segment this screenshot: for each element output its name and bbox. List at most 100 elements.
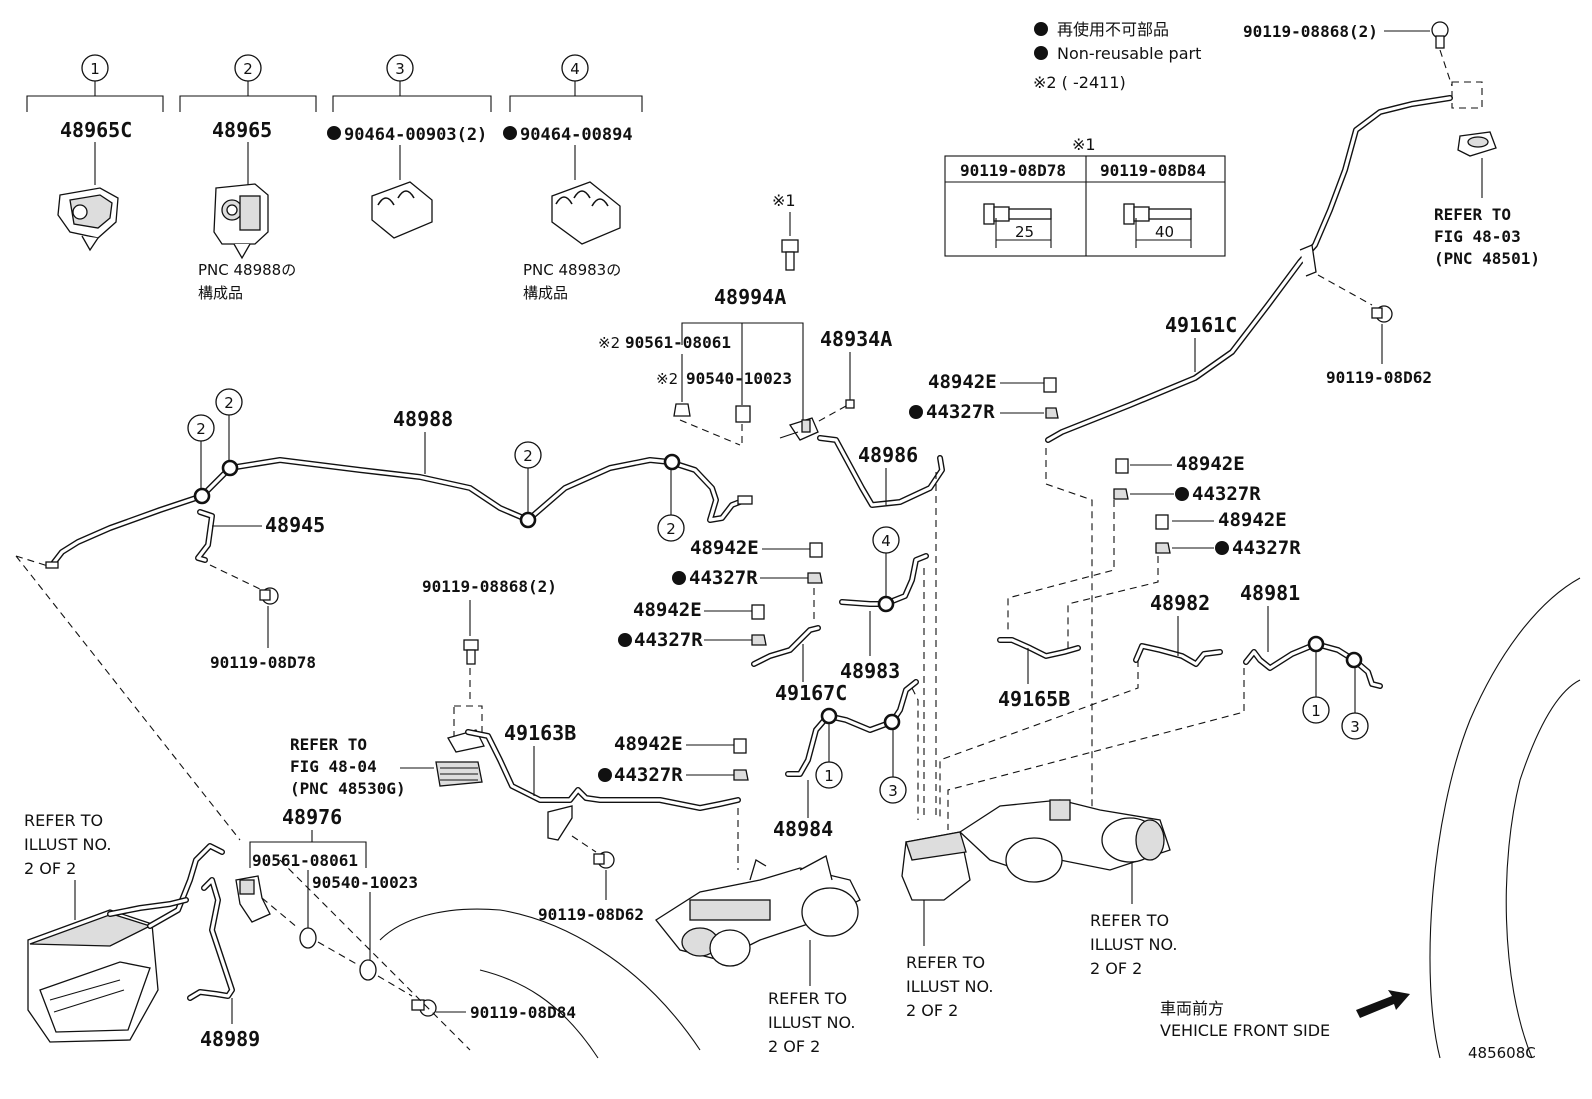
gasket-icon [751, 634, 767, 646]
gasket-icon [807, 572, 823, 584]
refer-text: ILLUST NO. [768, 1013, 855, 1032]
bracket-48945: 48945 90119-08D78 [195, 509, 325, 672]
callout-number: 1 [1311, 702, 1321, 720]
refer-text: 2 OF 2 [768, 1037, 820, 1056]
bolt-header: 90119-08D84 [1100, 161, 1206, 180]
refer-text: FIG 48-04 [290, 757, 377, 776]
clip-48965-icon [213, 183, 269, 260]
callout-number: 2 [666, 520, 676, 538]
clip-note: 構成品 [523, 284, 568, 302]
clip-48965C-icon [57, 187, 119, 252]
grommet-icon [299, 927, 317, 949]
brake-reservoir: REFER TO ILLUST NO. 2 OF 2 [24, 811, 225, 1043]
legend-note-2: ※2 ( -2411) [1033, 73, 1126, 92]
refer-text: ILLUST NO. [906, 977, 993, 996]
label-48981: 48981 [1240, 581, 1300, 605]
refer-48-04: REFER TO FIG 48-04 (PNC 48530G) [290, 735, 483, 798]
bolt-icon [1371, 305, 1393, 323]
actuator-center: REFER TO ILLUST NO. 2 OF 2 [655, 855, 861, 1056]
refer-text: FIG 48-03 [1434, 227, 1521, 246]
bolt-icon [411, 999, 437, 1017]
label-48983: 48983 [840, 659, 900, 683]
label-48994A: 48994A [714, 285, 786, 309]
refer-text: (PNC 48501) [1434, 249, 1540, 268]
grommet-icon [1457, 131, 1497, 157]
fitting-pair-d: 48942E 44327R [1113, 453, 1261, 505]
fitting-icon [1043, 377, 1057, 393]
fitting-icon [809, 542, 823, 558]
refer-text: REFER TO [906, 953, 985, 972]
clip-variant-1: 1 48965C [26, 54, 164, 252]
refer-text: 2 OF 2 [906, 1001, 958, 1020]
non-reusable-dot-icon [598, 768, 612, 782]
grommet-icon [673, 403, 691, 417]
clip-variant-2: 2 48965 PNC 48988の 構成品 [179, 54, 317, 302]
actuator-right: REFER TO ILLUST NO. 2 OF 2 REFER TO ILLU… [901, 799, 1177, 1020]
non-reusable-dot-icon [1215, 541, 1229, 555]
group-48994A: ※1 48994A ※2 90561-08061 ※2 90540-10023 … [598, 191, 892, 446]
label-48934A: 48934A [820, 327, 892, 351]
non-reusable-dot-icon [503, 126, 517, 140]
refer-text: ILLUST NO. [24, 835, 111, 854]
bolt-icon [983, 203, 1052, 225]
bolt-icon [463, 639, 479, 665]
label-48942E: 48942E [928, 371, 997, 393]
refer-text: ILLUST NO. [1090, 935, 1177, 954]
clip-note: 構成品 [198, 284, 243, 302]
bolt-table-mark: ※1 [1072, 135, 1096, 154]
label-44327R: 44327R [1232, 537, 1301, 559]
label-49167C: 49167C [775, 681, 847, 705]
pipe-49161C: 49161C 90119-08D62 [1045, 95, 1453, 815]
pipe-49165B: 49165B [997, 637, 1081, 711]
bolt-icon [1123, 203, 1192, 225]
label-48942E: 48942E [633, 599, 702, 621]
label-44327R: 44327R [1192, 483, 1261, 505]
bolt-icon [1431, 21, 1449, 49]
pipe-48989: 48989 [187, 877, 260, 1051]
label-48989: 48989 [200, 1027, 260, 1051]
label-49161C: 49161C [1165, 313, 1237, 337]
clip-note: PNC 48983の [523, 261, 621, 279]
part-label: 48965C [60, 118, 132, 142]
non-reusable-dot-icon [1034, 22, 1048, 36]
fitting-pair-e: 48942E 44327R [1155, 509, 1301, 559]
part-label: 48965 [212, 118, 272, 142]
label-90119-08868-top: 90119-08868(2) [1243, 22, 1378, 41]
label-90561-top: 90561-08061 [625, 333, 731, 352]
fitting-pair-c: 48942E 44327R [618, 599, 767, 651]
clip-variant-3: 3 90464-00903(2) [327, 54, 492, 239]
gasket-icon [733, 769, 749, 781]
pipe-48981: 48981 1 3 [1240, 581, 1383, 740]
non-reusable-dot-icon [672, 571, 686, 585]
part-label: 90464-00903(2) [344, 125, 487, 145]
callout-number: 3 [888, 782, 898, 800]
label-48942E: 48942E [1218, 509, 1287, 531]
gasket-icon [1113, 488, 1129, 500]
wheel-outline [1505, 679, 1581, 1059]
refer-text: REFER TO [1434, 205, 1511, 224]
non-reusable-dot-icon [1175, 487, 1189, 501]
callout-number: 2 [243, 60, 253, 78]
mark-2: ※2 [598, 334, 620, 352]
pipe-48983: 4 48983 [839, 526, 929, 683]
label-90119-08868-mid: 90119-08868(2) [422, 577, 557, 596]
fitting-pair-b: 48942E 44327R [672, 537, 823, 589]
bolt-length: 25 [1015, 223, 1034, 241]
bolt-icon [593, 851, 615, 869]
label-90540-top: 90540-10023 [686, 369, 792, 388]
bolt-table: ※1 90119-08D78 90119-08D84 25 40 [944, 135, 1226, 257]
bracket-icon [235, 875, 271, 923]
vehicle-front-indicator: 車両前方 VEHICLE FRONT SIDE [1160, 990, 1410, 1040]
refer-text: REFER TO [24, 811, 103, 830]
refer-text: REFER TO [1090, 911, 1169, 930]
refer-text: 2 OF 2 [1090, 959, 1142, 978]
fitting-pair-a: 48942E 44327R [909, 371, 1059, 423]
top-right-bracket: 90119-08868(2) REFER TO FIG 48-03 (PNC 4… [1243, 21, 1540, 268]
part-label: 90464-00894 [520, 125, 633, 145]
clip-triple-icon [551, 181, 621, 245]
pipe-48986: 48986 [817, 435, 945, 508]
pipe-48988: 48988 2 2 2 2 [45, 388, 753, 569]
booster-outline [479, 969, 599, 1059]
bolt-icon [781, 239, 799, 271]
pipe-48982: 48982 [1133, 591, 1223, 667]
